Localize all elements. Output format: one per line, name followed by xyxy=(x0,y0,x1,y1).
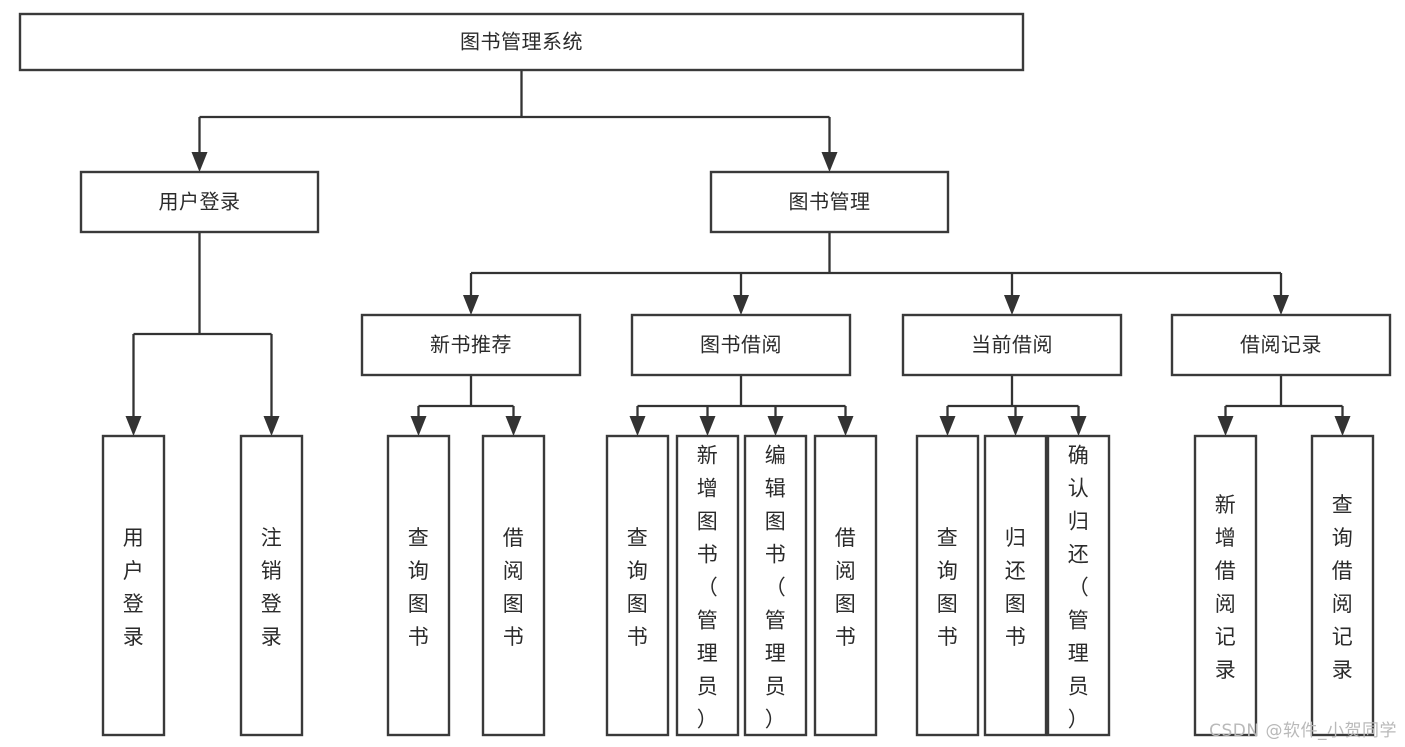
node-leaf-query-book-2[interactable]: 查询图书 xyxy=(605,434,670,737)
arrow-head-icon xyxy=(1217,416,1234,436)
arrow-head-icon xyxy=(263,416,280,436)
node-leaf-query-book-1-box[interactable] xyxy=(386,434,451,737)
node-new-book-recommend[interactable]: 新书推荐 xyxy=(360,313,582,377)
node-current-borrow[interactable]: 当前借阅 xyxy=(901,313,1123,377)
node-current-borrow-label: 当前借阅 xyxy=(971,333,1053,357)
node-borrow-record-label: 借阅记录 xyxy=(1240,333,1322,357)
arrow-head-icon xyxy=(1007,416,1024,436)
node-user-login[interactable]: 用户登录 xyxy=(79,170,320,234)
node-leaf-borrow-book-1-box[interactable] xyxy=(481,434,546,737)
node-leaf-add-book-box[interactable] xyxy=(675,434,740,737)
arrow-head-icon xyxy=(837,416,854,436)
node-leaf-return-book-box[interactable] xyxy=(983,434,1048,737)
node-root[interactable]: 图书管理系统 xyxy=(18,12,1025,72)
node-leaf-borrow-book-2-label: 借阅图书 xyxy=(835,526,857,649)
arrow-head-icon xyxy=(629,416,646,436)
node-leaf-user-login[interactable]: 用户登录 xyxy=(101,434,166,737)
arrow-head-icon xyxy=(821,152,838,172)
arrow-head-icon xyxy=(1273,295,1289,315)
arrow-head-icon xyxy=(1004,295,1020,315)
node-leaf-query-book-3-label: 查询图书 xyxy=(937,526,959,649)
node-book-borrow[interactable]: 图书借阅 xyxy=(630,313,852,377)
node-leaf-query-book-1-label: 查询图书 xyxy=(408,526,430,649)
node-leaf-query-book-2-box[interactable] xyxy=(605,434,670,737)
node-leaf-query-record[interactable]: 查询借阅记录 xyxy=(1310,434,1375,737)
node-book-manage-label: 图书管理 xyxy=(789,190,871,214)
node-root-box[interactable] xyxy=(18,12,1025,72)
node-layer: 图书管理系统用户登录图书管理新书推荐图书借阅当前借阅借阅记录用户登录注销登录查询… xyxy=(18,12,1392,737)
arrow-head-icon xyxy=(733,295,749,315)
arrow-head-icon xyxy=(410,416,427,436)
node-leaf-edit-book[interactable]: 编辑图书（管理员） xyxy=(743,434,808,737)
arrow-head-icon xyxy=(463,295,479,315)
node-leaf-query-book-1[interactable]: 查询图书 xyxy=(386,434,451,737)
node-current-borrow-box[interactable] xyxy=(901,313,1123,377)
node-book-manage-box[interactable] xyxy=(709,170,950,234)
node-leaf-confirm-return[interactable]: 确认归还（管理员） xyxy=(1046,434,1111,737)
node-leaf-borrow-book-2-box[interactable] xyxy=(813,434,878,737)
node-leaf-add-record-label: 新增借阅记录 xyxy=(1215,493,1237,682)
arrow-head-icon xyxy=(125,416,142,436)
node-leaf-query-book-3[interactable]: 查询图书 xyxy=(915,434,980,737)
node-book-borrow-label: 图书借阅 xyxy=(700,333,782,357)
node-leaf-add-record-box[interactable] xyxy=(1193,434,1258,737)
node-leaf-user-login-box[interactable] xyxy=(101,434,166,737)
arrow-head-icon xyxy=(191,152,208,172)
node-leaf-confirm-return-label: 确认归还（管理员） xyxy=(1068,444,1090,732)
node-leaf-query-book-3-box[interactable] xyxy=(915,434,980,737)
node-new-book-recommend-label: 新书推荐 xyxy=(430,333,512,357)
node-leaf-logout[interactable]: 注销登录 xyxy=(239,434,304,737)
node-user-login-label: 用户登录 xyxy=(159,190,241,214)
node-book-borrow-box[interactable] xyxy=(630,313,852,377)
node-leaf-logout-box[interactable] xyxy=(239,434,304,737)
node-leaf-edit-book-label: 编辑图书（管理员） xyxy=(765,444,787,732)
arrow-head-icon xyxy=(1334,416,1351,436)
node-leaf-borrow-book-1[interactable]: 借阅图书 xyxy=(481,434,546,737)
node-leaf-query-book-2-label: 查询图书 xyxy=(627,526,649,649)
node-leaf-return-book-label: 归还图书 xyxy=(1005,526,1027,649)
arrow-head-icon xyxy=(1070,416,1087,436)
node-leaf-logout-label: 注销登录 xyxy=(261,526,283,649)
node-leaf-query-record-label: 查询借阅记录 xyxy=(1332,493,1354,682)
node-leaf-query-record-box[interactable] xyxy=(1310,434,1375,737)
node-leaf-edit-book-box[interactable] xyxy=(743,434,808,737)
arrow-head-icon xyxy=(767,416,784,436)
node-leaf-add-book-label: 新增图书（管理员） xyxy=(697,444,719,732)
node-user-login-box[interactable] xyxy=(79,170,320,234)
node-leaf-user-login-label: 用户登录 xyxy=(123,526,145,649)
node-leaf-add-book[interactable]: 新增图书（管理员） xyxy=(675,434,740,737)
arrow-head-icon xyxy=(699,416,716,436)
connector-layer xyxy=(125,70,1351,436)
node-root-label: 图书管理系统 xyxy=(460,30,583,54)
node-borrow-record[interactable]: 借阅记录 xyxy=(1170,313,1392,377)
node-book-manage[interactable]: 图书管理 xyxy=(709,170,950,234)
node-new-book-recommend-box[interactable] xyxy=(360,313,582,377)
arrow-head-icon xyxy=(505,416,522,436)
arrow-head-icon xyxy=(939,416,956,436)
node-leaf-add-record[interactable]: 新增借阅记录 xyxy=(1193,434,1258,737)
node-leaf-return-book[interactable]: 归还图书 xyxy=(983,434,1048,737)
node-leaf-borrow-book-1-label: 借阅图书 xyxy=(503,526,525,649)
node-leaf-borrow-book-2[interactable]: 借阅图书 xyxy=(813,434,878,737)
node-borrow-record-box[interactable] xyxy=(1170,313,1392,377)
node-leaf-confirm-return-box[interactable] xyxy=(1046,434,1111,737)
